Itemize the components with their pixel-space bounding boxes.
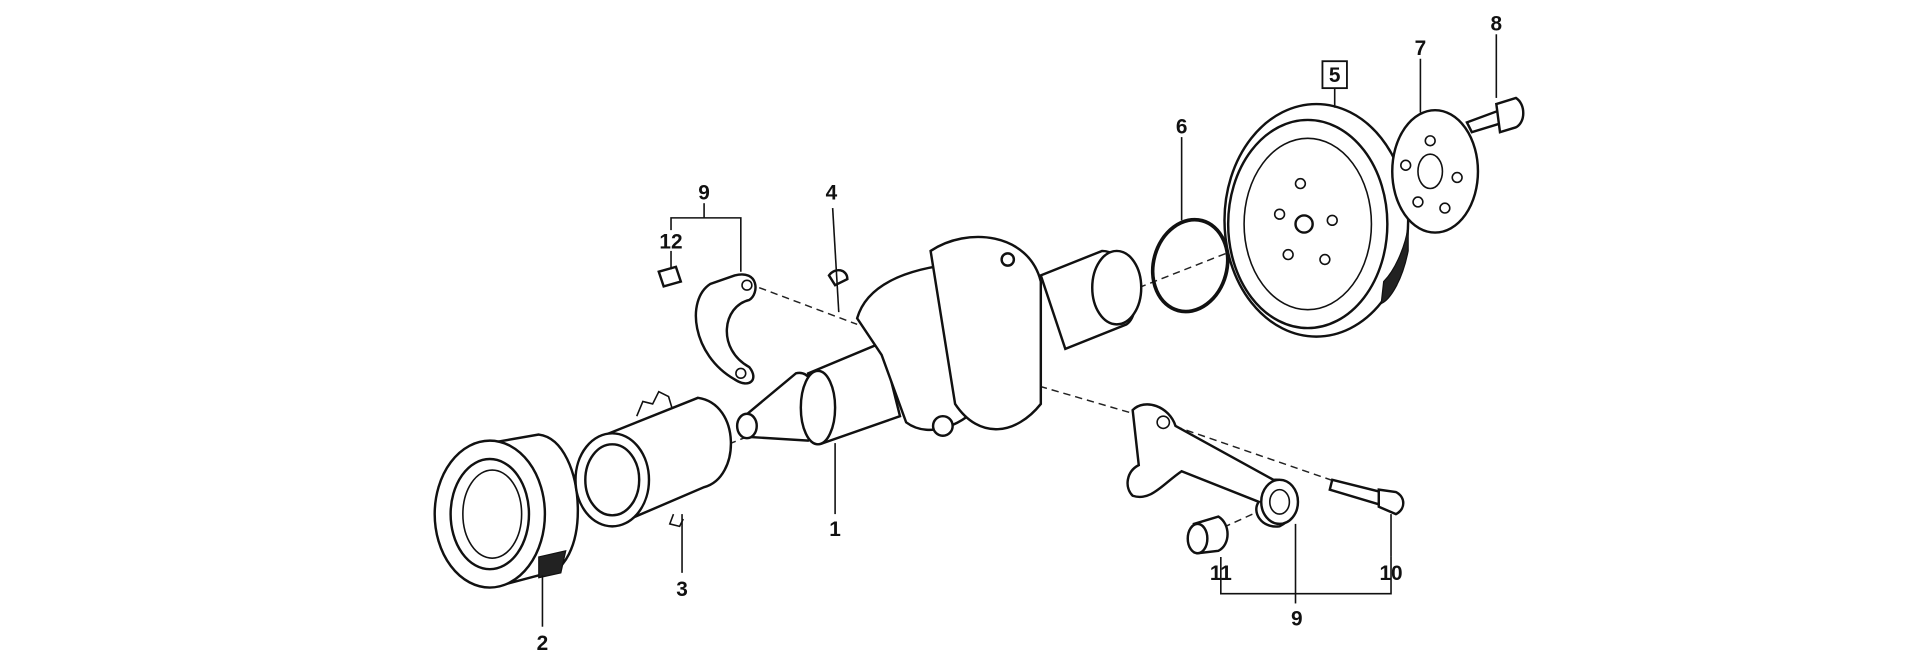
flange-part[interactable] <box>1391 108 1480 234</box>
callout-6: 6 <box>1176 115 1188 138</box>
callout-4: 4 <box>826 182 838 205</box>
conrod-bushing-part[interactable] <box>1186 515 1229 555</box>
flywheel-part[interactable] <box>1223 102 1410 338</box>
conrod-bolt-part[interactable] <box>1328 478 1405 516</box>
callout-1: 1 <box>829 518 841 541</box>
connecting-rod-part[interactable] <box>1126 403 1300 528</box>
sprocket-part[interactable] <box>574 390 733 528</box>
woodruff-key-part[interactable] <box>827 269 849 287</box>
callout-3: 3 <box>676 578 688 601</box>
axis-line <box>1163 421 1360 491</box>
callout-2: 2 <box>537 632 549 655</box>
o-ring-part[interactable] <box>1143 211 1238 320</box>
leader-lines <box>541 34 1498 627</box>
callout-5-box <box>1321 60 1348 90</box>
callout-8: 8 <box>1491 13 1503 36</box>
ball-bearing-part[interactable] <box>433 433 580 589</box>
crankshaft-part[interactable] <box>735 235 1143 446</box>
axis-line <box>758 286 858 326</box>
callout-10: 10 <box>1379 562 1402 585</box>
main-bearing-shell-part[interactable] <box>694 273 757 385</box>
callout-12: 12 <box>659 230 682 253</box>
callout-7: 7 <box>1415 37 1427 60</box>
callout-11: 11 <box>1210 562 1232 585</box>
callout-9-upper: 9 <box>698 182 710 205</box>
dowel-pin-part[interactable] <box>657 265 683 288</box>
callout-9-lower: 9 <box>1291 607 1303 630</box>
bolt-part[interactable] <box>1465 96 1525 134</box>
callout-5: 5 <box>1329 64 1341 87</box>
